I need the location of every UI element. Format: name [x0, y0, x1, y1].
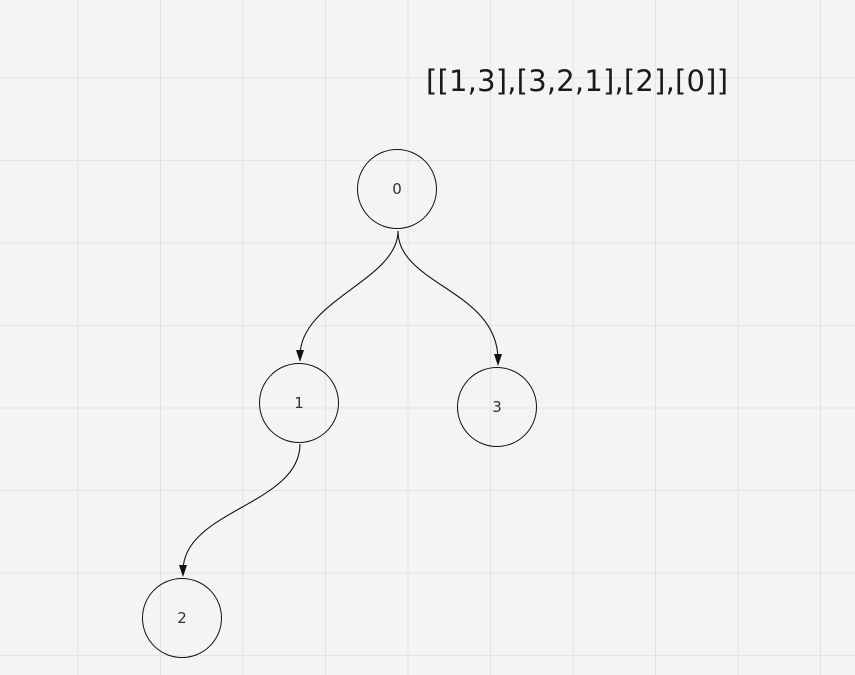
node-0-label: 0 [392, 180, 402, 198]
node-2: 2 [142, 578, 222, 658]
node-1: 1 [259, 363, 339, 443]
node-2-label: 2 [177, 609, 187, 627]
diagram-title: [[1,3],[3,2,1],[2],[0]] [426, 64, 729, 98]
edge-0-1-arrowhead [296, 350, 304, 362]
edge-0-1 [299, 230, 399, 357]
edge-0-3 [397, 230, 499, 361]
node-3: 3 [457, 367, 537, 447]
node-0: 0 [357, 149, 437, 229]
node-1-label: 1 [294, 394, 304, 412]
node-3-label: 3 [492, 398, 502, 416]
edge-1-2-arrowhead [179, 565, 187, 577]
edge-1-2 [182, 443, 301, 572]
edge-0-3-arrowhead [494, 354, 502, 366]
